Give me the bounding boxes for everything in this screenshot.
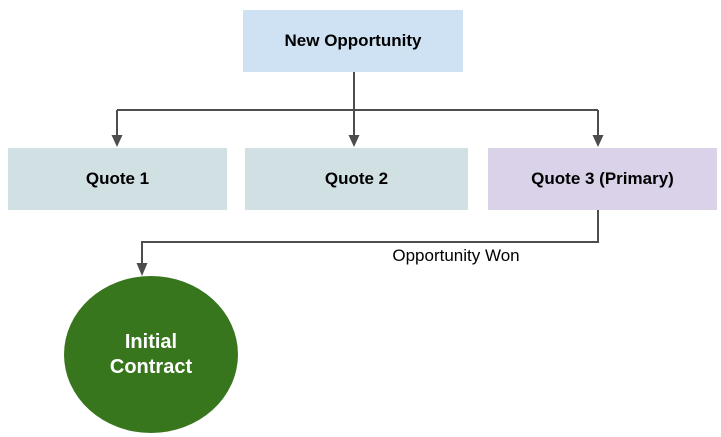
node-quote-2-label: Quote 2 bbox=[324, 169, 389, 188]
node-quote-1: Quote 1 bbox=[8, 148, 227, 210]
node-quote-1-label: Quote 1 bbox=[85, 169, 150, 188]
edge-label-opportunity-won: Opportunity Won bbox=[392, 246, 520, 265]
node-new-opportunity: New Opportunity bbox=[243, 10, 463, 72]
arrowhead-quote-1 bbox=[111, 135, 123, 147]
node-quote-3-primary-label: Quote 3 (Primary) bbox=[531, 169, 674, 188]
node-initial-contract: Initial Contract bbox=[64, 276, 238, 433]
arrowhead-quote-2 bbox=[348, 135, 360, 147]
node-quote-3-primary: Quote 3 (Primary) bbox=[488, 148, 717, 210]
node-initial-contract-label-line-1: Initial bbox=[124, 330, 178, 353]
node-initial-contract-label-line-2: Contract bbox=[109, 355, 193, 378]
arrowhead-quote-3 bbox=[592, 135, 604, 147]
arrowhead-initial-contract bbox=[136, 263, 148, 276]
node-new-opportunity-label: New Opportunity bbox=[284, 31, 422, 50]
node-quote-2: Quote 2 bbox=[245, 148, 468, 210]
connector-quote-3-to-initial-contract bbox=[141, 210, 599, 263]
